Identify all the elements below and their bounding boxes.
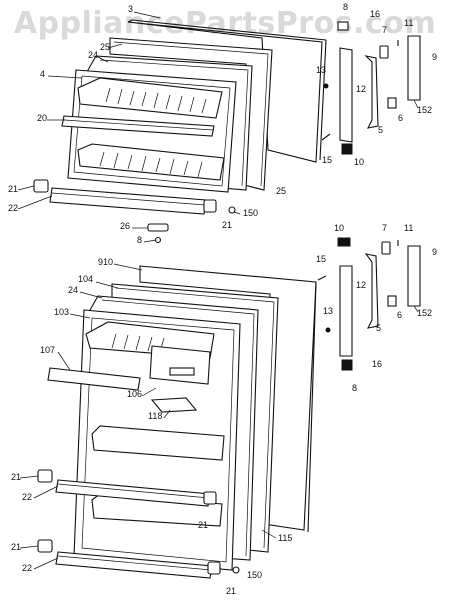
callout-c-5-top: 5	[378, 125, 383, 135]
callout-c-13-mid: 13	[323, 306, 333, 316]
fresh-food-screw	[232, 566, 240, 574]
callout-c-8-mid: 8	[137, 235, 142, 245]
callout-c-12-top: 12	[356, 84, 366, 94]
callout-c-118: 118	[148, 411, 162, 421]
fresh-food-shelf-bar-lower	[55, 551, 213, 579]
fresh-food-handle	[364, 253, 379, 329]
callout-c-21-c: 21	[11, 472, 21, 482]
callout-c-21-f: 21	[226, 586, 236, 596]
callout-c-20: 20	[37, 113, 47, 123]
fresh-food-handle-trim	[339, 265, 353, 357]
callout-c-9-mid: 9	[432, 247, 437, 257]
fresh-food-door-assembly	[37, 265, 317, 579]
callout-c-6-top: 6	[398, 113, 403, 123]
callout-c-26: 26	[120, 221, 130, 231]
freezer-screw	[228, 206, 236, 214]
fresh-food-bar-end-cap-mid-left	[37, 469, 53, 483]
callout-c-11-mid: 11	[404, 223, 413, 233]
callout-c-21-a: 21	[8, 184, 18, 194]
fresh-food-handle-base-bottom	[341, 359, 353, 371]
freezer-handle	[364, 55, 379, 129]
callout-c-15-top: 15	[322, 155, 332, 165]
fresh-food-bar-end-cap-mid-right	[203, 491, 217, 505]
freezer-bar-end-cap-right	[203, 199, 217, 213]
callout-c-10-top: 10	[354, 157, 364, 167]
freezer-upper-shelf-ribs	[105, 87, 207, 114]
hinge-cam	[147, 223, 169, 232]
callout-c-4-top: 4	[40, 69, 45, 79]
fresh-food-middle-bin	[91, 425, 225, 461]
fresh-food-handle-end-cap	[381, 241, 391, 255]
callout-c-7-top: 7	[382, 25, 387, 35]
callout-c-150-a: 150	[243, 208, 258, 218]
callout-c-107: 107	[40, 345, 55, 355]
callout-c-24-top: 24	[88, 50, 98, 60]
freezer-handle-screw	[323, 83, 329, 89]
callout-c-8-low: 8	[352, 383, 357, 393]
freezer-upper-shelf	[77, 77, 223, 119]
callout-c-3-top: 3	[128, 4, 133, 14]
dairy-door-label	[169, 367, 195, 376]
callout-c-115: 115	[278, 533, 292, 543]
fresh-food-handle-base-top	[337, 237, 351, 247]
callout-c-21-e: 21	[11, 542, 21, 552]
callout-c-16-top: 16	[370, 9, 380, 19]
callout-c-11-top: 11	[404, 18, 413, 28]
freezer-shelf-bar	[61, 115, 215, 137]
callout-c-15-mid: 15	[316, 254, 326, 264]
freezer-bottom-shelf-bar	[49, 187, 207, 215]
callout-c-103: 103	[54, 307, 69, 317]
callout-c-24-mid: 24	[68, 285, 78, 295]
callout-c-22-a: 22	[8, 203, 18, 213]
freezer-lower-shelf	[77, 143, 225, 181]
fresh-food-handle-screw	[325, 327, 331, 333]
freezer-handle-strip	[407, 35, 421, 101]
freezer-handle-end-cap	[379, 45, 389, 59]
callout-c-16-mid: 16	[372, 359, 382, 369]
fresh-food-handle-strip	[407, 245, 421, 307]
freezer-door-assembly	[33, 19, 327, 244]
fresh-food-handle-parts	[317, 237, 421, 371]
callout-c-13-top: 13	[316, 65, 326, 75]
hinge-screw	[154, 236, 162, 244]
fresh-food-shelf-bar-upper	[47, 367, 141, 391]
callout-c-21-d: 21	[198, 520, 208, 530]
callout-c-910: 910	[98, 257, 113, 267]
freezer-handle-clip-top	[337, 21, 349, 31]
fresh-food-top-shelf-ribs	[111, 333, 165, 353]
callout-c-10-mid: 10	[334, 223, 344, 233]
callout-c-22-c: 22	[22, 563, 32, 573]
callout-c-152-mid: 152	[417, 308, 432, 318]
dairy-compartment-door	[149, 345, 211, 385]
freezer-handle-bracket	[387, 97, 397, 109]
fresh-food-shelf-bar-middle	[55, 479, 211, 507]
freezer-bar-end-cap-left	[33, 179, 49, 193]
freezer-handle-trim	[339, 47, 353, 143]
freezer-handle-base	[341, 143, 353, 155]
leader-lines	[17, 11, 419, 570]
callout-c-6-mid: 6	[397, 310, 402, 320]
freezer-handle-parts	[321, 21, 421, 155]
callout-c-21-b: 21	[222, 220, 232, 230]
butter-tray	[150, 397, 198, 413]
fresh-food-handle-bracket	[387, 295, 397, 307]
freezer-lower-shelf-ribs	[99, 151, 203, 178]
callout-c-25-mid: 25	[276, 186, 286, 196]
callout-c-7-mid: 7	[382, 223, 387, 233]
fresh-food-bar-end-cap-low-left	[37, 539, 53, 553]
callout-c-150-b: 150	[247, 570, 262, 580]
callout-c-12-mid: 12	[356, 280, 366, 290]
callout-c-106: 106	[127, 389, 142, 399]
callout-c-22-b: 22	[22, 492, 32, 502]
callout-c-8-top: 8	[343, 2, 348, 12]
callout-c-104: 104	[78, 274, 93, 284]
fresh-food-bar-end-cap-low-right	[207, 561, 221, 575]
callout-c-9-top: 9	[432, 52, 437, 62]
callout-c-152-top: 152	[417, 105, 432, 115]
callout-c-25-top: 25	[100, 42, 110, 52]
callout-c-5-mid: 5	[376, 323, 381, 333]
